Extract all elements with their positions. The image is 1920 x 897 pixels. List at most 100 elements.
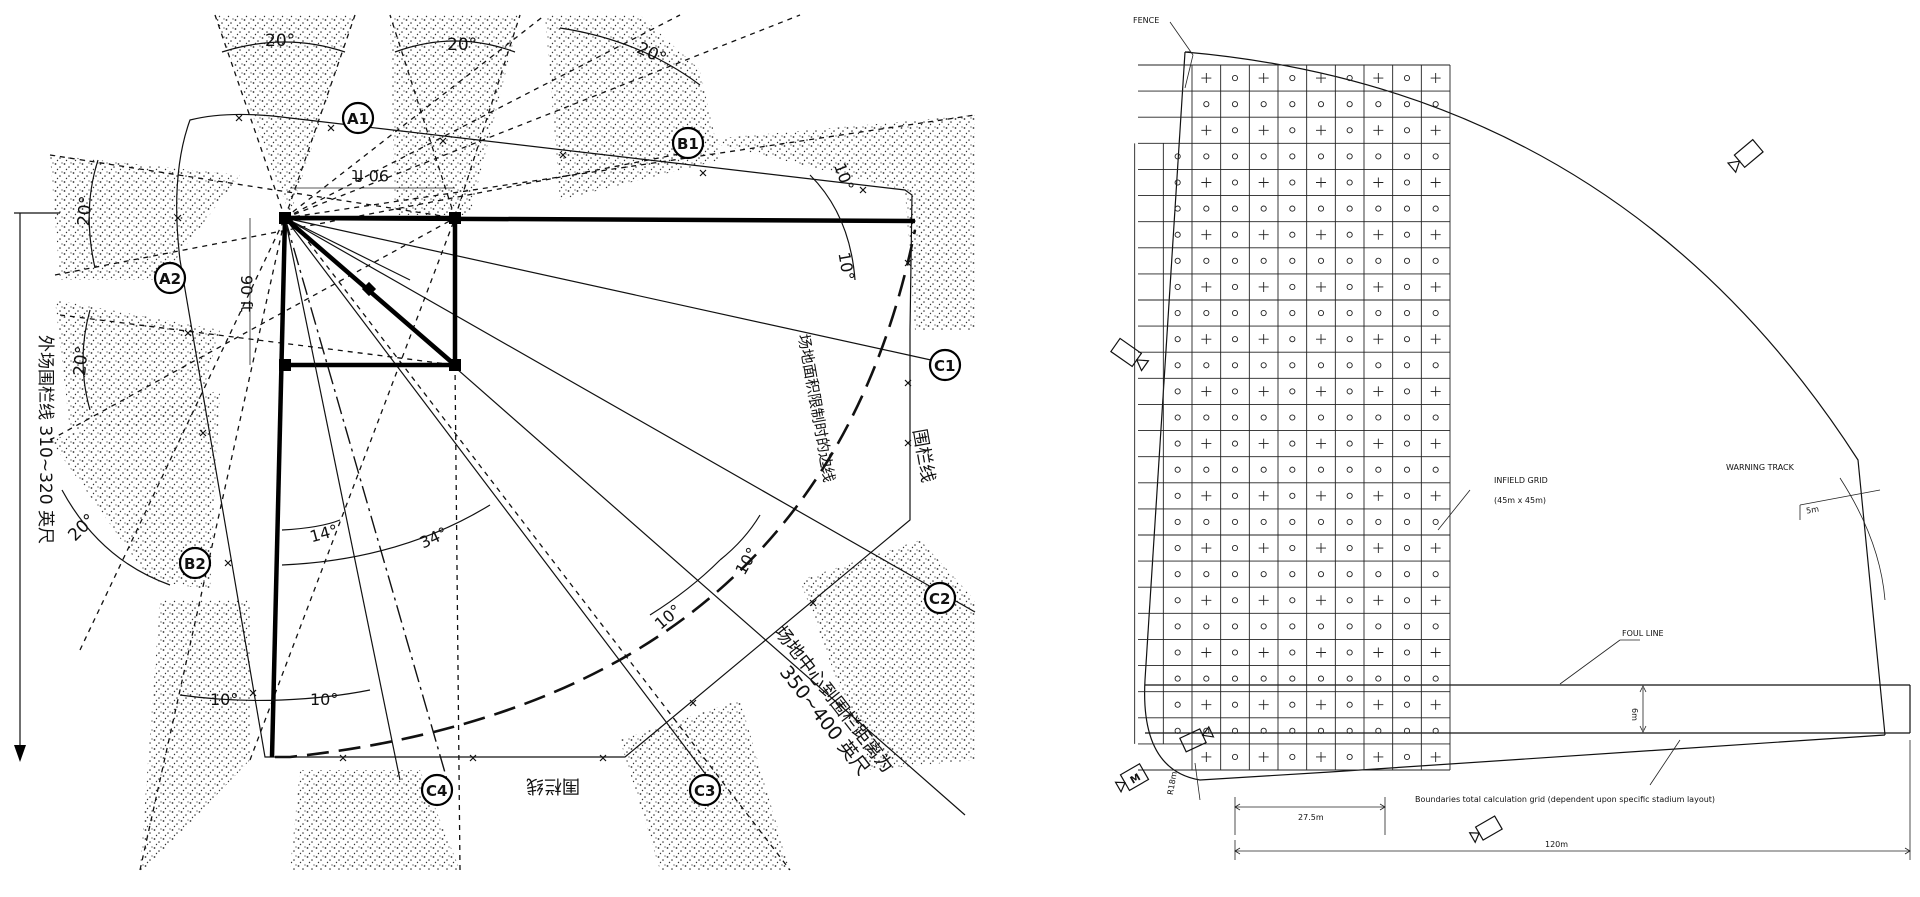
grid-circle-marker <box>1260 623 1267 630</box>
grid-circle-marker <box>1289 675 1296 682</box>
label-infield-grid: INFIELD GRID <box>1494 476 1548 485</box>
grid-circle-marker <box>1403 127 1411 134</box>
grid-plus-marker <box>1258 699 1269 710</box>
grid-circle-marker <box>1432 153 1439 160</box>
grid-plus-marker <box>1430 438 1441 449</box>
grid-circle-marker <box>1289 753 1296 760</box>
grid-circle-marker <box>1231 153 1239 160</box>
camera-icon <box>1179 725 1215 753</box>
grid-circle-marker <box>1203 571 1210 578</box>
grid-circle-marker <box>1432 257 1439 264</box>
grid-circle-marker <box>1432 466 1439 473</box>
grid-circle-marker <box>1174 310 1181 317</box>
grid-circle-marker <box>1432 571 1439 578</box>
fence-line <box>174 113 913 762</box>
grid-circle-marker <box>1346 101 1353 108</box>
grid-circle-marker <box>1260 727 1267 734</box>
stipple-zone-left-middle <box>55 300 220 430</box>
grid-circle-marker <box>1375 205 1382 212</box>
label-foul-line: FOUL LINE <box>1622 629 1664 638</box>
grid-circle-marker <box>1260 205 1267 212</box>
label-track-width: 5m <box>1805 504 1819 515</box>
grid-circle-marker <box>1260 362 1267 369</box>
grid-circle-marker <box>1174 283 1181 290</box>
grid-circle-marker <box>1289 257 1296 264</box>
grid-circle-marker <box>1346 649 1353 656</box>
grid-circle-marker <box>1432 101 1439 108</box>
grid-plus-marker <box>1316 229 1326 240</box>
grid-circle-marker <box>1289 205 1296 212</box>
fence-cross-marks <box>174 114 912 762</box>
grid-plus-marker <box>1316 647 1326 658</box>
grid-circle-marker <box>1260 675 1267 682</box>
label-dim-small: 27.5m <box>1298 813 1324 822</box>
svg-text:C4: C4 <box>426 782 447 800</box>
grid-circle-marker <box>1203 623 1210 630</box>
base-dimension-marks <box>249 187 455 365</box>
grid-circle-marker <box>1203 518 1210 525</box>
label-fence-line-bottom: 围栏线 <box>526 775 580 796</box>
grid-circle-marker <box>1403 310 1411 317</box>
grid-plus-marker <box>1258 490 1269 501</box>
grid-circle-marker <box>1203 414 1210 421</box>
grid-circle-marker <box>1375 257 1382 264</box>
second-base-node <box>449 359 461 371</box>
grid-plus-marker <box>1373 177 1384 188</box>
grid-plus-marker <box>1373 73 1384 84</box>
grid-circle-marker <box>1403 179 1411 186</box>
grid-plus-marker <box>1258 177 1269 188</box>
grid-circle-marker <box>1289 571 1296 578</box>
grid-circle-marker <box>1203 675 1210 682</box>
grid-plus-marker <box>1201 595 1212 606</box>
grid-circle-marker <box>1375 101 1382 108</box>
grid-circle-marker <box>1375 727 1382 734</box>
grid-circle-marker <box>1375 518 1382 525</box>
grid-circle-marker <box>1260 257 1267 264</box>
grid-circle-marker <box>1346 257 1353 264</box>
grid-circle-marker <box>1203 727 1210 734</box>
grid-circle-marker <box>1403 257 1411 264</box>
grid-circle-marker <box>1403 492 1411 499</box>
label-dim-total: 120m <box>1545 840 1568 849</box>
grid-circle-marker <box>1231 492 1239 499</box>
grid-circle-marker <box>1231 179 1239 186</box>
grid-circle-marker <box>1174 571 1181 578</box>
angle-label-left-middle: 20° <box>70 345 93 377</box>
grid-circle-marker <box>1375 571 1382 578</box>
svg-text:A2: A2 <box>159 270 181 288</box>
grid-plus-marker <box>1430 699 1441 710</box>
grid-plus-marker <box>1201 699 1212 710</box>
grid-circle-marker <box>1289 414 1296 421</box>
camera-icons: M <box>1110 138 1764 844</box>
grid-circle-marker <box>1403 153 1411 160</box>
stipple-zone-right-upper <box>700 115 975 330</box>
grid-circle-marker <box>1346 623 1353 630</box>
marker-c3: C3 <box>688 773 722 807</box>
grid-circle-marker <box>1346 492 1353 499</box>
grid-circle-marker <box>1289 336 1296 343</box>
svg-text:C2: C2 <box>929 590 950 608</box>
grid-circle-marker <box>1289 518 1296 525</box>
grid-circle-marker <box>1231 257 1239 264</box>
grid-circle-marker <box>1231 727 1239 734</box>
first-base-node <box>449 212 461 224</box>
grid-circle-marker <box>1174 701 1181 708</box>
grid-circle-marker <box>1432 205 1439 212</box>
grid-circle-marker <box>1289 545 1296 552</box>
grid-plus-marker <box>1201 438 1212 449</box>
svg-text:M: M <box>1129 772 1143 787</box>
grid-circle-marker <box>1317 675 1325 682</box>
grid-circle-marker <box>1231 518 1239 525</box>
label-foul-offset: 6m <box>1630 708 1639 721</box>
grid-circle-marker <box>1375 675 1382 682</box>
grid-circle-marker <box>1403 231 1411 238</box>
grid-circle-marker <box>1174 466 1181 473</box>
grid-circle-marker <box>1317 153 1325 160</box>
grid-plus-marker <box>1258 229 1269 240</box>
grid-circle-marker <box>1317 205 1325 212</box>
grid-circle-marker <box>1174 675 1181 682</box>
grid-plus-marker <box>1316 334 1326 345</box>
grid-circle-marker <box>1346 205 1353 212</box>
grid-circle-marker <box>1403 571 1411 578</box>
grid-circle-marker <box>1403 701 1411 708</box>
